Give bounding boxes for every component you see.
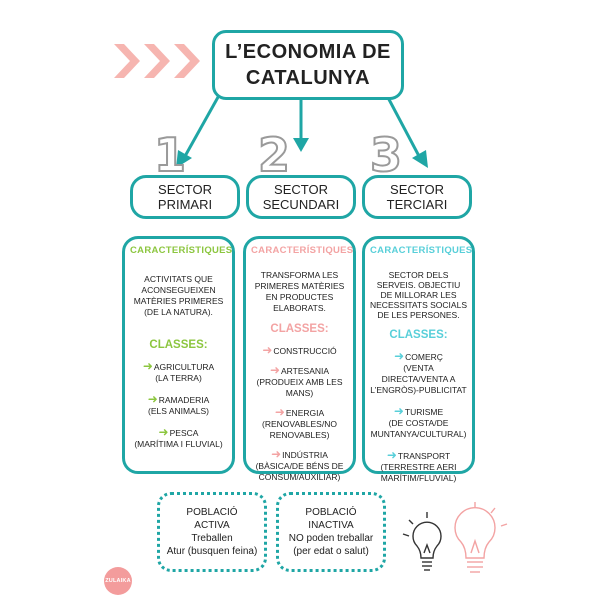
number-2: 2 <box>257 128 291 182</box>
sector-primari-box: SECTOR PRIMARI <box>130 175 240 219</box>
list-item: ➜AGRICULTURA (LA TERRA) <box>142 359 215 383</box>
classes-label: CLASSES: <box>270 323 329 335</box>
arrow-right-icon: ➜ <box>274 405 285 419</box>
column-description: ACTIVITATS QUE ACONSEGUEIXEN MATÈRIES PR… <box>133 274 224 317</box>
sector-terciari-box: SECTOR TERCIARI <box>362 175 472 219</box>
column-heading: CARACTERÍSTIQUES <box>251 245 354 256</box>
pop-detail: Atur (busquen feina) <box>166 546 258 557</box>
sector-name: SECUNDARI <box>262 197 340 212</box>
secundari-column: CARACTERÍSTIQUES TRANSFORMA LES PRIMERES… <box>243 236 356 482</box>
terciari-column: CARACTERÍSTIQUES SECTOR DELS SERVEIS. OB… <box>362 236 475 483</box>
arrow-right-icon: ➜ <box>158 425 169 439</box>
sector-label: SECTOR <box>158 182 212 197</box>
chevron-decoration <box>114 44 200 78</box>
list-item: ➜COMERÇ (VENTA DIRECTA/VENTA A L’ENGRÒS)… <box>370 349 467 395</box>
list-item: ➜ENERGIA (RENOVABLES/NO RENOVABLES) <box>262 405 337 440</box>
title-box: L’ECONOMIA DE CATALUNYA <box>212 30 404 100</box>
classes-label: CLASSES: <box>389 329 448 341</box>
pop-detail: NO poden treballar <box>288 533 374 544</box>
title-line-1: L’ECONOMIA DE <box>225 41 391 63</box>
list-item: ➜RAMADERIA (ELS ANIMALS) <box>147 392 210 416</box>
arrow-right-icon: ➜ <box>147 392 158 406</box>
sector-name: PRIMARI <box>157 197 213 212</box>
sector-name: TERCIARI <box>386 197 448 212</box>
lightbulb-decoration <box>402 502 508 573</box>
pop-subtitle: ACTIVA <box>194 520 230 531</box>
pop-subtitle: INACTIVA <box>308 520 354 531</box>
column-description: SECTOR DELS SERVEIS. OBJECTIU DE MILLORA… <box>370 270 467 320</box>
lightbulb-icon <box>402 512 442 571</box>
arrow-right-icon: ➜ <box>271 447 282 461</box>
arrow-right-icon: ➜ <box>393 404 404 418</box>
sector-label: SECTOR <box>390 182 444 197</box>
sector-secundari-box: SECTOR SECUNDARI <box>246 175 356 219</box>
column-description: TRANSFORMA LES PRIMERES MATÈRIES EN PROD… <box>254 270 345 313</box>
list-item: ➜CONSTRUCCIÓ <box>262 343 337 357</box>
arrow-down-right-icon <box>412 150 428 168</box>
pop-title: POBLACIÓ <box>186 507 238 518</box>
list-item: ➜TURISME (DE COSTA/DE MUNTANYA/CULTURAL) <box>370 404 467 439</box>
arrow-down-icon <box>293 138 309 152</box>
primari-column: CARACTERÍSTIQUES ACTIVITATS QUE ACONSEGU… <box>122 236 235 474</box>
poblacio-activa-box: POBLACIÓ ACTIVA Treballen Atur (busquen … <box>157 492 267 572</box>
pop-title: POBLACIÓ <box>305 507 357 518</box>
sector-label: SECTOR <box>274 182 328 197</box>
arrow-right-icon: ➜ <box>386 448 397 462</box>
column-heading: CARACTERÍSTIQUES <box>370 245 473 256</box>
arrow-right-icon: ➜ <box>142 359 153 373</box>
list-item: ➜PESCA (MARÍTIMA I FLUVIAL) <box>134 425 223 449</box>
poblacio-inactiva-box: POBLACIÓ INACTIVA NO poden treballar (pe… <box>276 492 386 572</box>
pop-detail: Treballen <box>191 533 233 544</box>
list-item: ➜TRANSPORT (TERRESTRE AERI MARÍTIM/FLUVI… <box>380 448 457 483</box>
chevron-right-icon <box>174 44 200 78</box>
list-item: ➜ARTESANIA (PRODUEIX AMB LES MANS) <box>256 363 343 398</box>
chevron-right-icon <box>144 44 170 78</box>
classes-label: CLASSES: <box>149 339 208 351</box>
pop-detail: (per edat o salut) <box>293 546 369 557</box>
number-1: 1 <box>153 128 187 182</box>
lightbulb-icon <box>454 502 508 573</box>
arrow-right-icon: ➜ <box>262 343 273 357</box>
arrow-right-icon: ➜ <box>269 363 281 377</box>
brand-logo: ZULAIKA <box>104 567 132 595</box>
number-3: 3 <box>369 128 403 182</box>
arrow-right-icon: ➜ <box>394 349 405 363</box>
title-line-2: CATALUNYA <box>245 67 371 89</box>
column-heading: CARACTERÍSTIQUES <box>130 245 233 256</box>
chevron-right-icon <box>114 44 140 78</box>
list-item: ➜INDÚSTRIA (BÀSICA/DE BÉNS DE CONSUM/AUX… <box>255 447 344 482</box>
